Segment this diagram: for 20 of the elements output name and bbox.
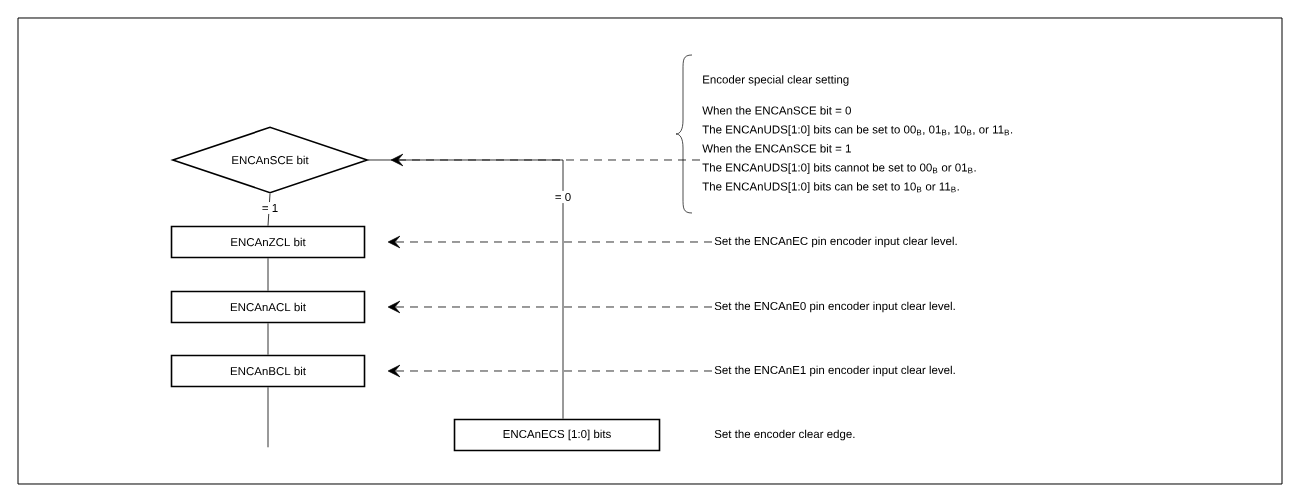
arrow [387,235,713,249]
process-box: ENCAnACL bit [170,290,366,324]
connector-line [267,386,269,448]
process-box: ENCAnZCL bit [170,225,366,259]
connector-line [267,193,271,227]
note-text: Encoder special clear setting When the ENCAnSCE bit = 0 The ENCAnUDS[1:0] bits can be set to 00$_{B}$, 01$_{B}$, 10$_{B}$, or 11$_{B}$. When the ENCAnSCE bit = 1 The ENCAnUDS[1:0] bits cannot be set to 00$_{B}$ or 01$_{B}$. The ENCAnUDS[1:0] bits can be set to 10$_{B}$ or 11$_{B}$. [702,75,1013,193]
connector-line [267,322,269,356]
arrow [387,364,713,378]
annotation-text: Set the ENCAnE1 pin encoder input clear level. [714,365,955,377]
process-box: ENCAnBCL bit [170,354,366,388]
annotation-text: Set the ENCAnEC pin encoder input clear level. [714,236,957,248]
arrow [390,153,701,167]
process-box: ENCAnECS [1:0] bits [453,418,661,452]
edge-label: = 1 [259,202,281,214]
connector-line [367,159,564,420]
arrow [387,300,713,314]
connector-line [267,257,269,292]
annotation-text: Set the ENCAnE0 pin encoder input clear level. [714,301,955,313]
edge-label: = 0 [552,190,574,204]
annotation-text: Set the encoder clear edge. [714,429,855,441]
